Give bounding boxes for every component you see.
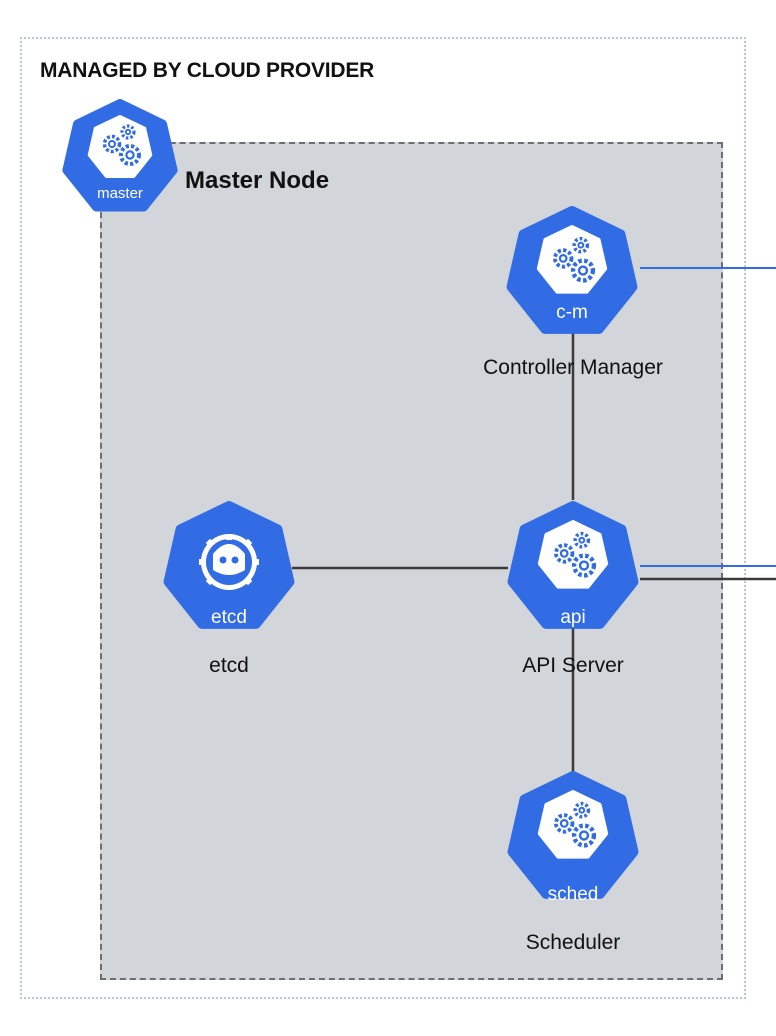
api-server-label: API Server (522, 654, 624, 677)
etcd-logo-icon (199, 534, 259, 590)
scheduler-node: sched (507, 771, 639, 905)
etcd-node: etcd (163, 501, 295, 629)
cloud-provider-boundary (20, 37, 746, 999)
cloud-provider-title: MANAGED BY CLOUD PROVIDER (40, 59, 375, 82)
master-node-title: Master Node (185, 167, 330, 194)
master-badge: master (62, 99, 178, 212)
etcd-badge-text: etcd (211, 607, 247, 628)
master-badge-text: master (97, 185, 143, 202)
controller-manager-label: Controller Manager (483, 356, 663, 379)
controller-manager-badge-text: c-m (556, 302, 588, 323)
api-server-node: api (507, 501, 639, 629)
scheduler-badge-text: sched (548, 884, 599, 905)
connectors (292, 267, 776, 778)
controller-manager-node: c-m (506, 206, 638, 334)
etcd-label: etcd (209, 654, 249, 677)
api-server-badge-text: api (560, 607, 585, 628)
scheduler-label: Scheduler (525, 931, 621, 954)
